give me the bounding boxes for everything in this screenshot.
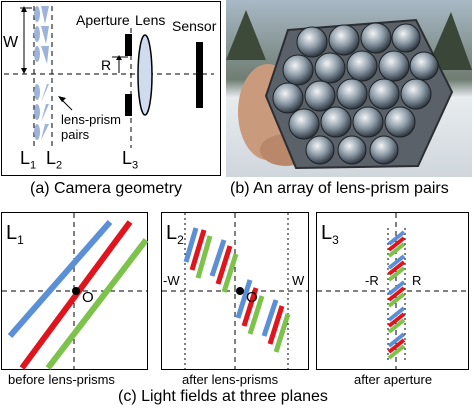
p2-left-label: -W	[163, 273, 180, 288]
p1-green-line	[45, 238, 149, 370]
aperture-label: Aperture	[76, 12, 130, 28]
p2-title: L2	[166, 222, 184, 247]
sensor-label: Sensor	[172, 18, 217, 34]
lens-array-photo	[226, 0, 472, 177]
p3-right-label: R	[412, 273, 422, 288]
camera-geometry-diagram	[4, 6, 214, 148]
caption-b: (b) An array of lens-prism pairs	[230, 180, 449, 197]
plane-l2-label: L2	[46, 148, 63, 172]
camera-geometry-frame	[1, 1, 221, 176]
p2-caption: after lens-prisms	[182, 372, 279, 387]
sensor-bar	[196, 42, 203, 108]
p2-origin-dot	[236, 287, 244, 295]
p2-right-label: W	[292, 273, 305, 288]
p3-left-label: -R	[365, 273, 379, 288]
lens-prism-array	[34, 6, 49, 140]
aperture-top	[125, 34, 132, 56]
plane-l3-label: L3	[122, 148, 139, 172]
plane-l1-label: L1	[20, 148, 37, 172]
caption-a: (a) Camera geometry	[30, 180, 183, 197]
caption-c: (c) Light fields at three planes	[118, 388, 328, 405]
p2-origin-label: O	[246, 289, 258, 306]
p3-segments	[387, 230, 406, 360]
p1-origin-dot	[72, 287, 80, 295]
w-label: W	[3, 34, 19, 51]
main-lens	[137, 34, 153, 116]
p3-title: L3	[321, 222, 339, 247]
aperture-bottom	[125, 94, 132, 116]
panel-l1-frame	[1, 212, 148, 370]
p1-origin-label: O	[82, 289, 94, 306]
panel-l2-frame	[161, 212, 309, 370]
lens-label: Lens	[135, 12, 166, 28]
panel-l3-frame	[316, 212, 469, 370]
p1-blue-line	[7, 220, 113, 338]
p1-caption: before lens-prisms	[8, 372, 115, 387]
p3-caption: after aperture	[354, 372, 433, 387]
p1-title: L1	[6, 222, 24, 247]
r-label: R	[101, 57, 112, 73]
lens-prism-label: lens-prism pairs	[61, 112, 121, 142]
p2-segments	[183, 227, 291, 353]
